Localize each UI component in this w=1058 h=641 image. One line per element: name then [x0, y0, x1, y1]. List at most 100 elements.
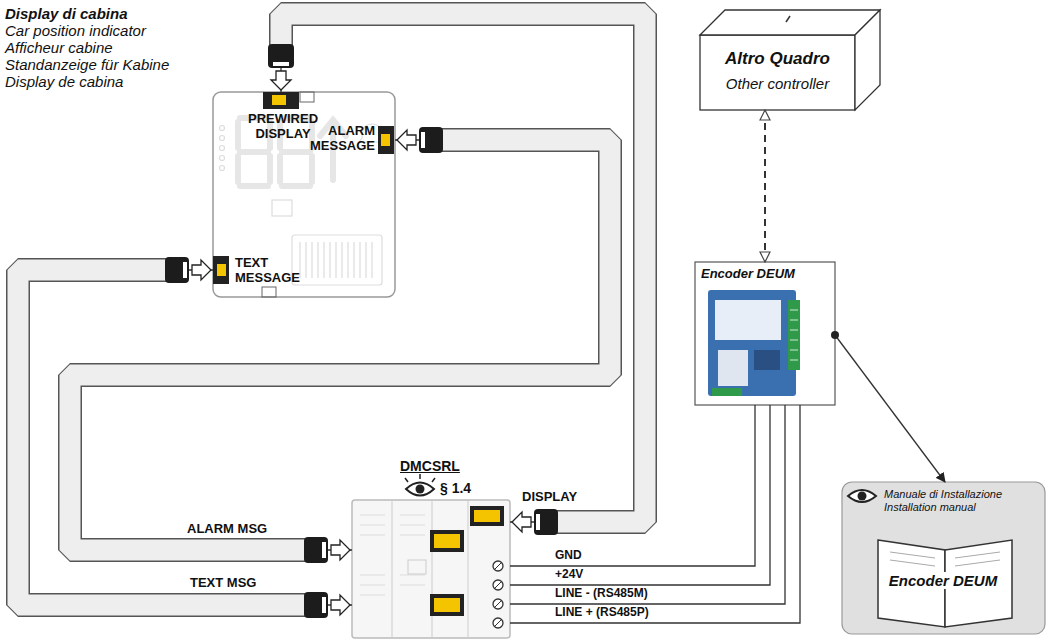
encoder-housing	[695, 262, 835, 405]
flat-cable-plug	[322, 597, 326, 613]
cable-core	[70, 140, 610, 550]
manual-box: Manuale di Installazione Installation ma…	[842, 482, 1045, 634]
node-text: Standanzeige für Kabine	[5, 56, 169, 73]
display-housing	[220, 126, 225, 131]
dmcsrl-module	[474, 510, 500, 522]
eye-icon	[416, 485, 425, 494]
connector-label: TEXT MSG	[190, 576, 256, 590]
node-title: Altro Quadro	[700, 49, 855, 69]
display-housing	[220, 166, 225, 171]
dmcsrl-module	[360, 515, 425, 595]
eye-icon	[405, 474, 435, 482]
flat-cable	[70, 140, 610, 550]
controller-cabinet	[786, 16, 790, 22]
wire-connector	[510, 405, 755, 566]
flat-cable-plug	[268, 44, 294, 68]
flat-cable-plug	[397, 127, 443, 153]
cable-core	[18, 270, 352, 605]
wire-line	[510, 405, 785, 604]
display-housing	[213, 92, 395, 297]
display-housing	[220, 146, 225, 151]
display-connectors	[378, 126, 394, 154]
flat-cable	[70, 127, 610, 563]
controller-cabinet	[855, 10, 880, 110]
display-connectors	[381, 134, 390, 146]
cable-core	[281, 14, 645, 522]
manual-panel	[842, 482, 1045, 634]
eye-icon	[405, 474, 435, 496]
flat-cable-plug	[421, 132, 425, 148]
manual-panel	[842, 482, 1045, 634]
wire-line	[835, 335, 945, 482]
flat-cable	[18, 270, 312, 605]
display-connectors	[217, 264, 226, 276]
display-housing	[272, 200, 292, 216]
dmcsrl-module	[352, 500, 510, 638]
display-housing	[220, 124, 386, 285]
encoder-housing	[718, 350, 748, 386]
wire-line	[510, 405, 770, 585]
flat-cable-plug	[304, 592, 328, 618]
node-title: Manuale di Installazione Installation ma…	[884, 488, 1034, 513]
flat-cable	[281, 14, 645, 522]
encoder-housing	[715, 300, 781, 340]
controller-box: Altro QuadroOther controller	[700, 35, 855, 110]
dmcsrl-module	[352, 500, 510, 638]
controller-cabinet	[700, 10, 880, 110]
flat-cable	[268, 14, 645, 535]
flat-cable-plug	[273, 62, 289, 66]
display-connectors	[263, 92, 299, 109]
encoder-housing	[708, 290, 796, 396]
flat-cable-plug	[268, 44, 294, 90]
dmcsrl-module	[392, 500, 468, 638]
insert-arrow	[271, 71, 291, 90]
wire-connector	[831, 331, 945, 482]
dmcsrl-module	[430, 530, 464, 552]
node-title: Encoder DEUM	[701, 267, 795, 282]
display-housing	[220, 156, 225, 161]
wire-connector	[510, 405, 800, 623]
node-text: Encoder DEUM	[880, 572, 1006, 589]
manual-panel	[858, 492, 867, 501]
flat-cable-plug	[512, 509, 558, 535]
connector-label: DISPLAY	[522, 490, 577, 504]
encoder-housing	[712, 388, 742, 396]
flat-cable-plug	[419, 127, 443, 153]
display-connectors	[262, 287, 276, 297]
encoder-housing	[695, 262, 835, 405]
flat-cable	[18, 257, 352, 618]
display-connectors	[272, 95, 286, 105]
controller-cabinet	[700, 10, 880, 35]
signal-label: LINE + (RS485P)	[553, 606, 651, 620]
flat-cable-plug	[165, 257, 189, 283]
flat-cable-plug	[304, 537, 328, 563]
flat-cable	[70, 140, 610, 550]
display-connectors	[213, 92, 394, 297]
flat-cable-plug	[183, 262, 187, 278]
node-text: Car position indicator	[5, 22, 146, 39]
wire-connector	[510, 405, 785, 604]
insert-arrow	[331, 595, 350, 615]
node-text: ALARM MESSAGE	[293, 124, 375, 154]
dmcsrl-module	[408, 560, 426, 574]
display-housing	[213, 92, 395, 297]
wire-line	[764, 110, 766, 262]
display-connectors	[213, 256, 229, 284]
flat-cable-plug	[322, 542, 326, 558]
display-box: Display di cabinaCar position indicatorA…	[213, 92, 395, 297]
connector-label: ALARM MSG	[187, 522, 267, 536]
lead-dot	[831, 331, 839, 339]
manual-panel	[890, 552, 1000, 566]
flat-cable	[18, 270, 312, 605]
flat-cable-plug	[536, 514, 540, 530]
wire-connector	[765, 110, 766, 262]
dmcsrl-module	[430, 594, 464, 616]
display-housing	[300, 242, 372, 278]
insert-arrow	[512, 512, 531, 532]
flat-cable-plug	[304, 537, 350, 563]
wire-connector	[510, 405, 770, 585]
node-text: Display de cabina	[5, 73, 123, 90]
node-title: DMCSRL	[400, 458, 460, 474]
